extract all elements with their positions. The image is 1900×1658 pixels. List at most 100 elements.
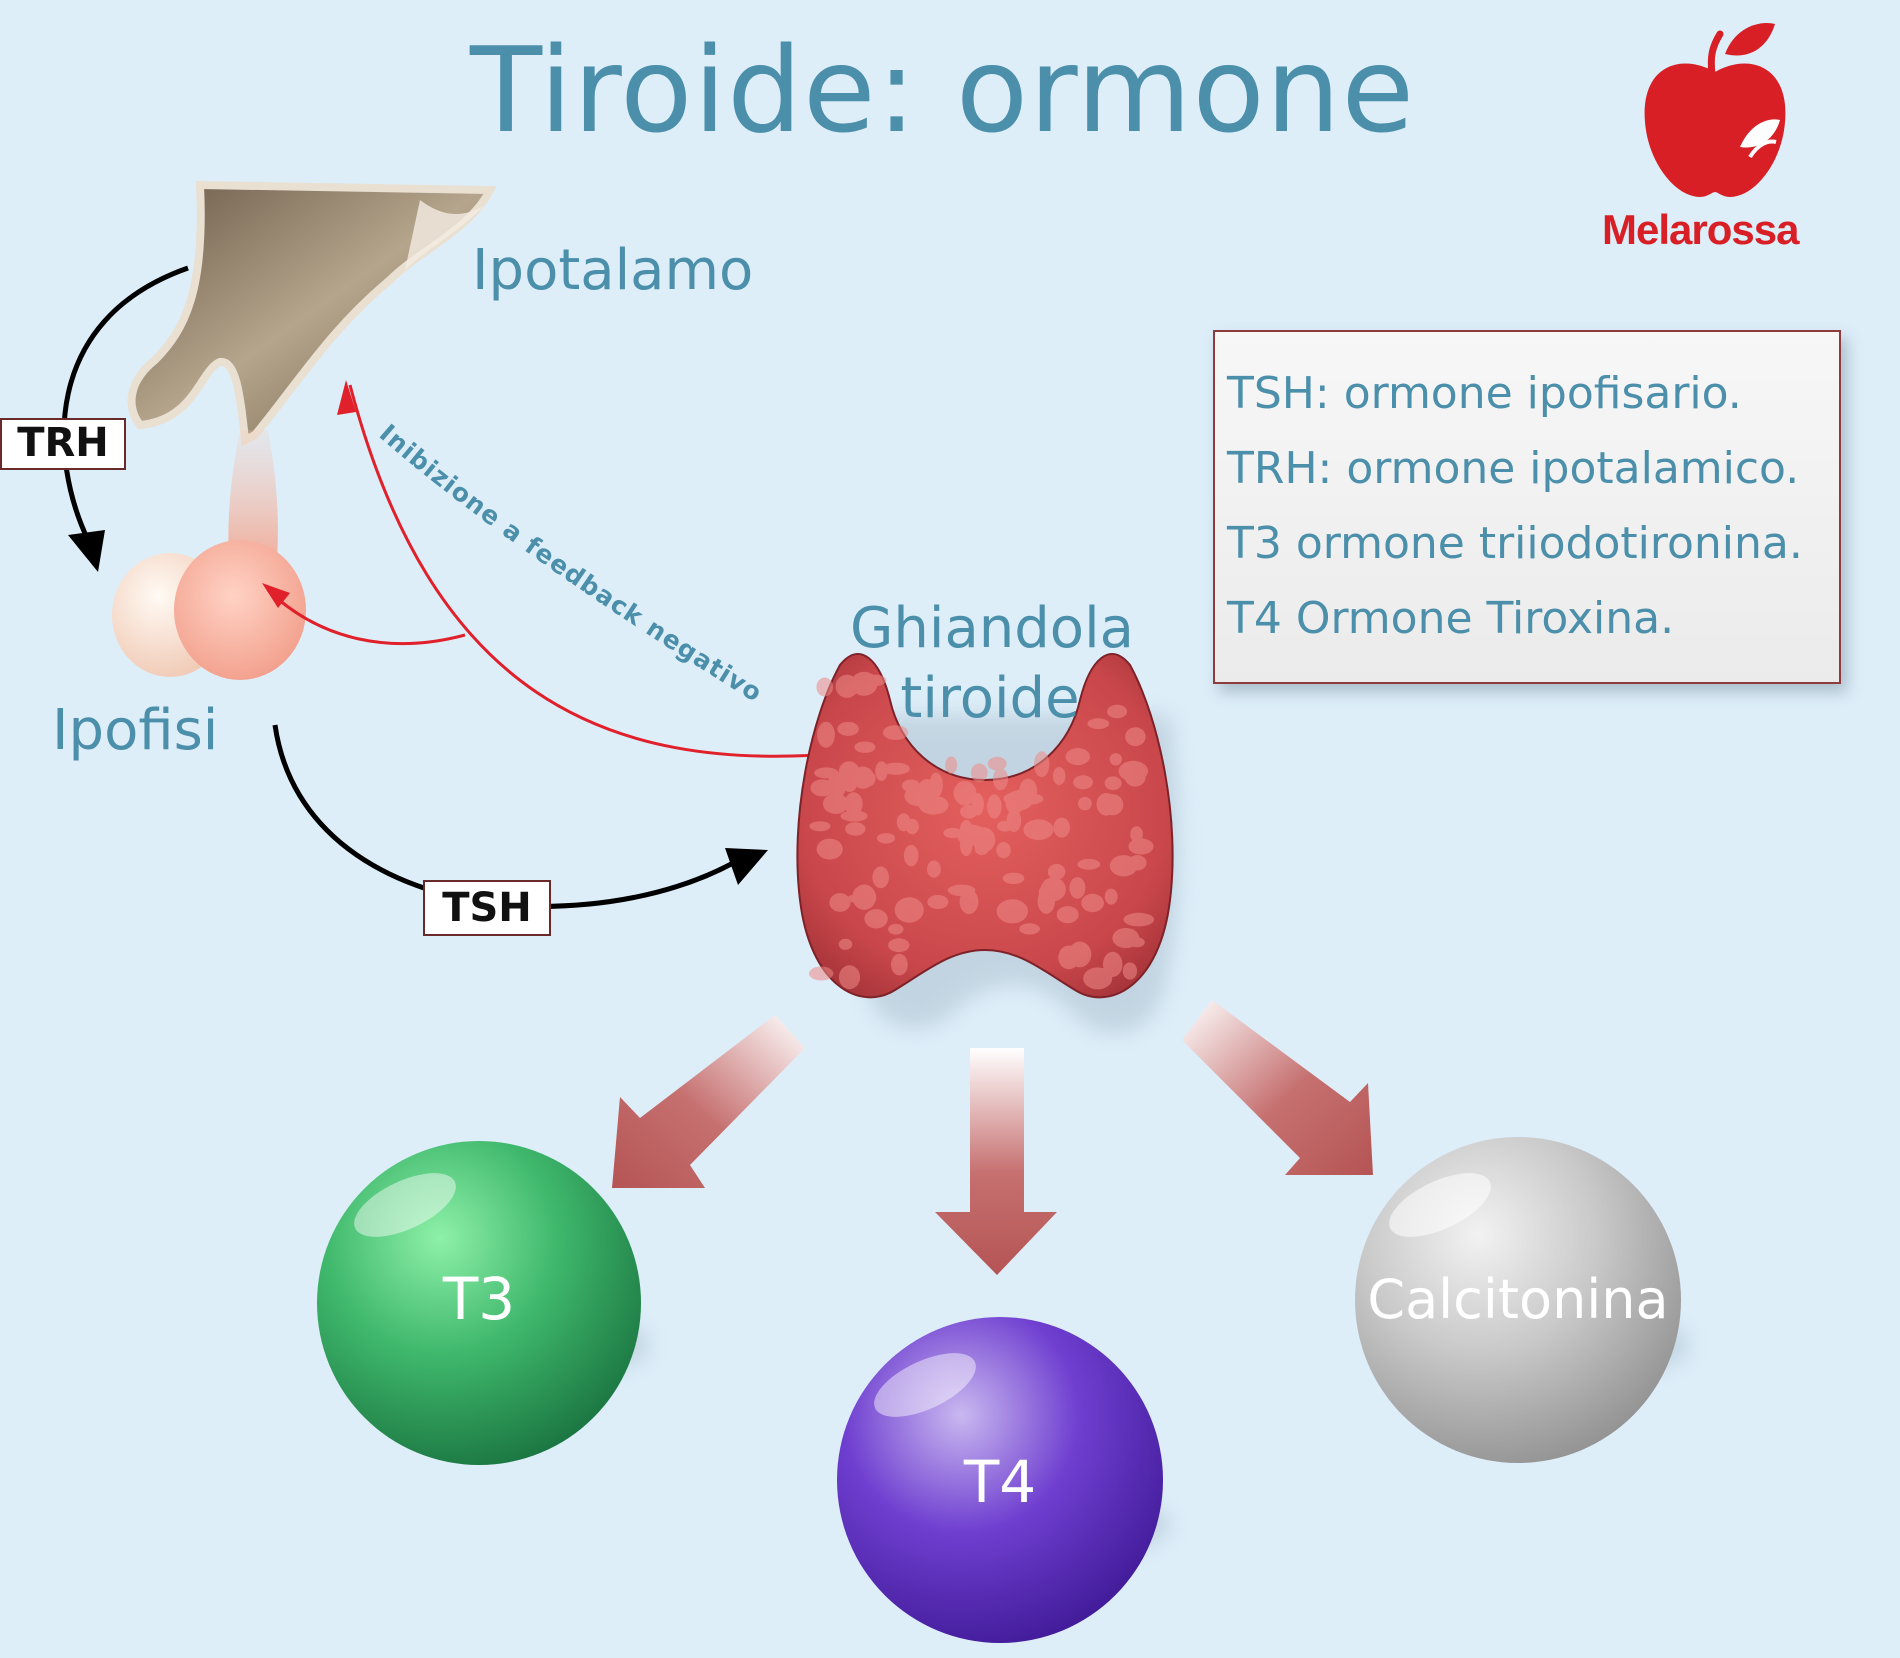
- thyroid-illustration: [796, 653, 1179, 1034]
- thyroid-texture-cell: [953, 781, 977, 806]
- pituitary-label: Ipofisi: [52, 698, 219, 763]
- thyroid-texture-cell: [960, 833, 973, 857]
- trh-arrow: [61, 265, 189, 542]
- thyroid-texture-cell: [854, 741, 876, 753]
- thyroid-texture-cell: [817, 721, 835, 748]
- thyroid-texture-cell: [996, 899, 1028, 924]
- thyroid-texture-cell: [903, 844, 919, 867]
- thyroid-texture-cell: [1129, 937, 1145, 948]
- tsh-arrowhead: [725, 848, 768, 885]
- thyroid-texture-cell: [896, 813, 911, 832]
- t3-label: T3: [442, 1265, 516, 1333]
- thyroid-texture-cell: [1065, 748, 1091, 766]
- trh-arrowhead: [68, 530, 105, 572]
- thyroid-texture-cell: [927, 860, 941, 878]
- thyroid-texture-cell: [827, 772, 847, 799]
- arrow-to-t4: [935, 1048, 1057, 1275]
- thyroid-texture-cell: [904, 785, 935, 807]
- thyroid-texture-cell: [837, 721, 859, 736]
- hypothalamus-illustration: [127, 180, 497, 447]
- thyroid-texture-cell: [816, 838, 843, 860]
- thyroid-texture-cell: [809, 821, 831, 832]
- thyroid-texture-cell: [814, 767, 839, 779]
- thyroid-texture-cell: [1123, 912, 1155, 927]
- thyroid-texture-cell: [1014, 793, 1044, 805]
- thyroid-texture-cell: [872, 866, 889, 889]
- thyroid-texture-cell: [945, 756, 958, 774]
- thyroid-texture-cell: [888, 938, 910, 953]
- arrow-to-t3: [612, 1015, 805, 1188]
- thyroid-texture-cell: [822, 793, 849, 814]
- legend-item: TRH: ormone ipotalamico.: [1227, 443, 1800, 494]
- legend-item: T3 ormone triiodotironina.: [1227, 518, 1803, 569]
- thyroid-texture-cell: [1019, 923, 1040, 935]
- thyroid-texture-cell: [1125, 727, 1146, 747]
- pituitary-illustration: [112, 430, 306, 680]
- thyroid-texture-cell: [864, 909, 888, 929]
- thyroid-texture-cell: [838, 965, 861, 990]
- thyroid-texture-cell: [1128, 855, 1147, 871]
- feedback-label: Inibizione a feedback negativo: [374, 419, 768, 708]
- thyroid-texture-cell: [1104, 888, 1118, 905]
- thyroid-texture-cell: [838, 938, 853, 950]
- thyroid-texture-cell: [816, 677, 833, 697]
- thyroid-texture-cell: [947, 884, 976, 896]
- thyroid-texture-cell: [888, 923, 904, 935]
- thyroid-texture-cell: [1006, 809, 1022, 832]
- thyroid-texture-cell: [987, 756, 1007, 771]
- thyroid-texture-cell: [1038, 885, 1051, 900]
- thyroid-texture-cell: [891, 953, 908, 976]
- thyroid-texture-cell: [1109, 753, 1123, 766]
- thyroid-label-line2: tiroide: [900, 666, 1080, 731]
- thyroid-texture-cell: [1078, 796, 1092, 811]
- thyroid-texture-cell: [1073, 775, 1093, 790]
- feedback-arrowhead-pituitary: [262, 583, 290, 608]
- thyroid-texture-cell: [1056, 906, 1079, 924]
- thyroid-texture-cell: [1053, 817, 1070, 838]
- thyroid-texture-cell: [875, 761, 888, 781]
- page-title: Tiroide: ormone: [470, 21, 1416, 159]
- thyroid-texture-cell: [1130, 826, 1143, 843]
- thyroid-texture-cell: [1087, 718, 1110, 730]
- feedback-arrow-pituitary: [266, 588, 466, 646]
- tsh-badge: TSH: [423, 880, 551, 936]
- thyroid-texture-cell: [1069, 877, 1086, 899]
- thyroid-texture-cell: [876, 833, 896, 844]
- hypothalamus-label: Ipotalamo: [472, 238, 754, 303]
- thyroid-texture-cell: [882, 725, 909, 740]
- legend-item: TSH: ormone ipofisario.: [1227, 368, 1742, 419]
- thyroid-texture-cell: [1122, 962, 1138, 980]
- legend-item: T4 Ormone Tiroxina.: [1227, 593, 1675, 644]
- t4-label: T4: [963, 1448, 1037, 1516]
- thyroid-texture-cell: [842, 779, 857, 792]
- thyroid-texture-cell: [1096, 793, 1117, 816]
- thyroid-texture-cell: [996, 842, 1011, 859]
- thyroid-texture-cell: [1077, 858, 1101, 870]
- thyroid-texture-cell: [845, 822, 866, 836]
- thyroid-texture-cell: [927, 895, 949, 909]
- feedback-arrowhead-hypothalamus: [337, 380, 356, 415]
- calcitonin-label: Calcitonina: [1367, 1268, 1669, 1331]
- thyroid-texture-cell: [1002, 872, 1025, 884]
- thyroid-texture-cell: [882, 762, 910, 775]
- brand-logo-text: Melarossa: [1602, 206, 1799, 253]
- thyroid-texture-cell: [1107, 704, 1128, 719]
- apple-icon: [1644, 22, 1786, 197]
- thyroid-label: Ghiandola tiroide: [850, 594, 1134, 734]
- thyroid-texture-cell: [894, 897, 924, 923]
- thyroid-texture-cell: [987, 794, 1002, 819]
- thyroid-texture-cell: [840, 810, 868, 822]
- thyroid-texture-cell: [970, 763, 988, 782]
- trh-badge: TRH: [0, 418, 126, 470]
- thyroid-texture-cell: [851, 766, 875, 789]
- thyroid-texture-cell: [1128, 838, 1154, 855]
- thyroid-texture-cell: [1023, 819, 1054, 841]
- arrow-to-calcitonin: [1182, 1000, 1373, 1175]
- thyroid-texture-cell: [850, 671, 878, 696]
- thyroid-texture-cell: [1081, 893, 1104, 913]
- thyroid-texture-cell: [844, 792, 863, 816]
- thyroid-texture-cell: [1083, 967, 1113, 990]
- thyroid-texture-cell: [852, 884, 877, 910]
- t4-sphere: [837, 1317, 1163, 1643]
